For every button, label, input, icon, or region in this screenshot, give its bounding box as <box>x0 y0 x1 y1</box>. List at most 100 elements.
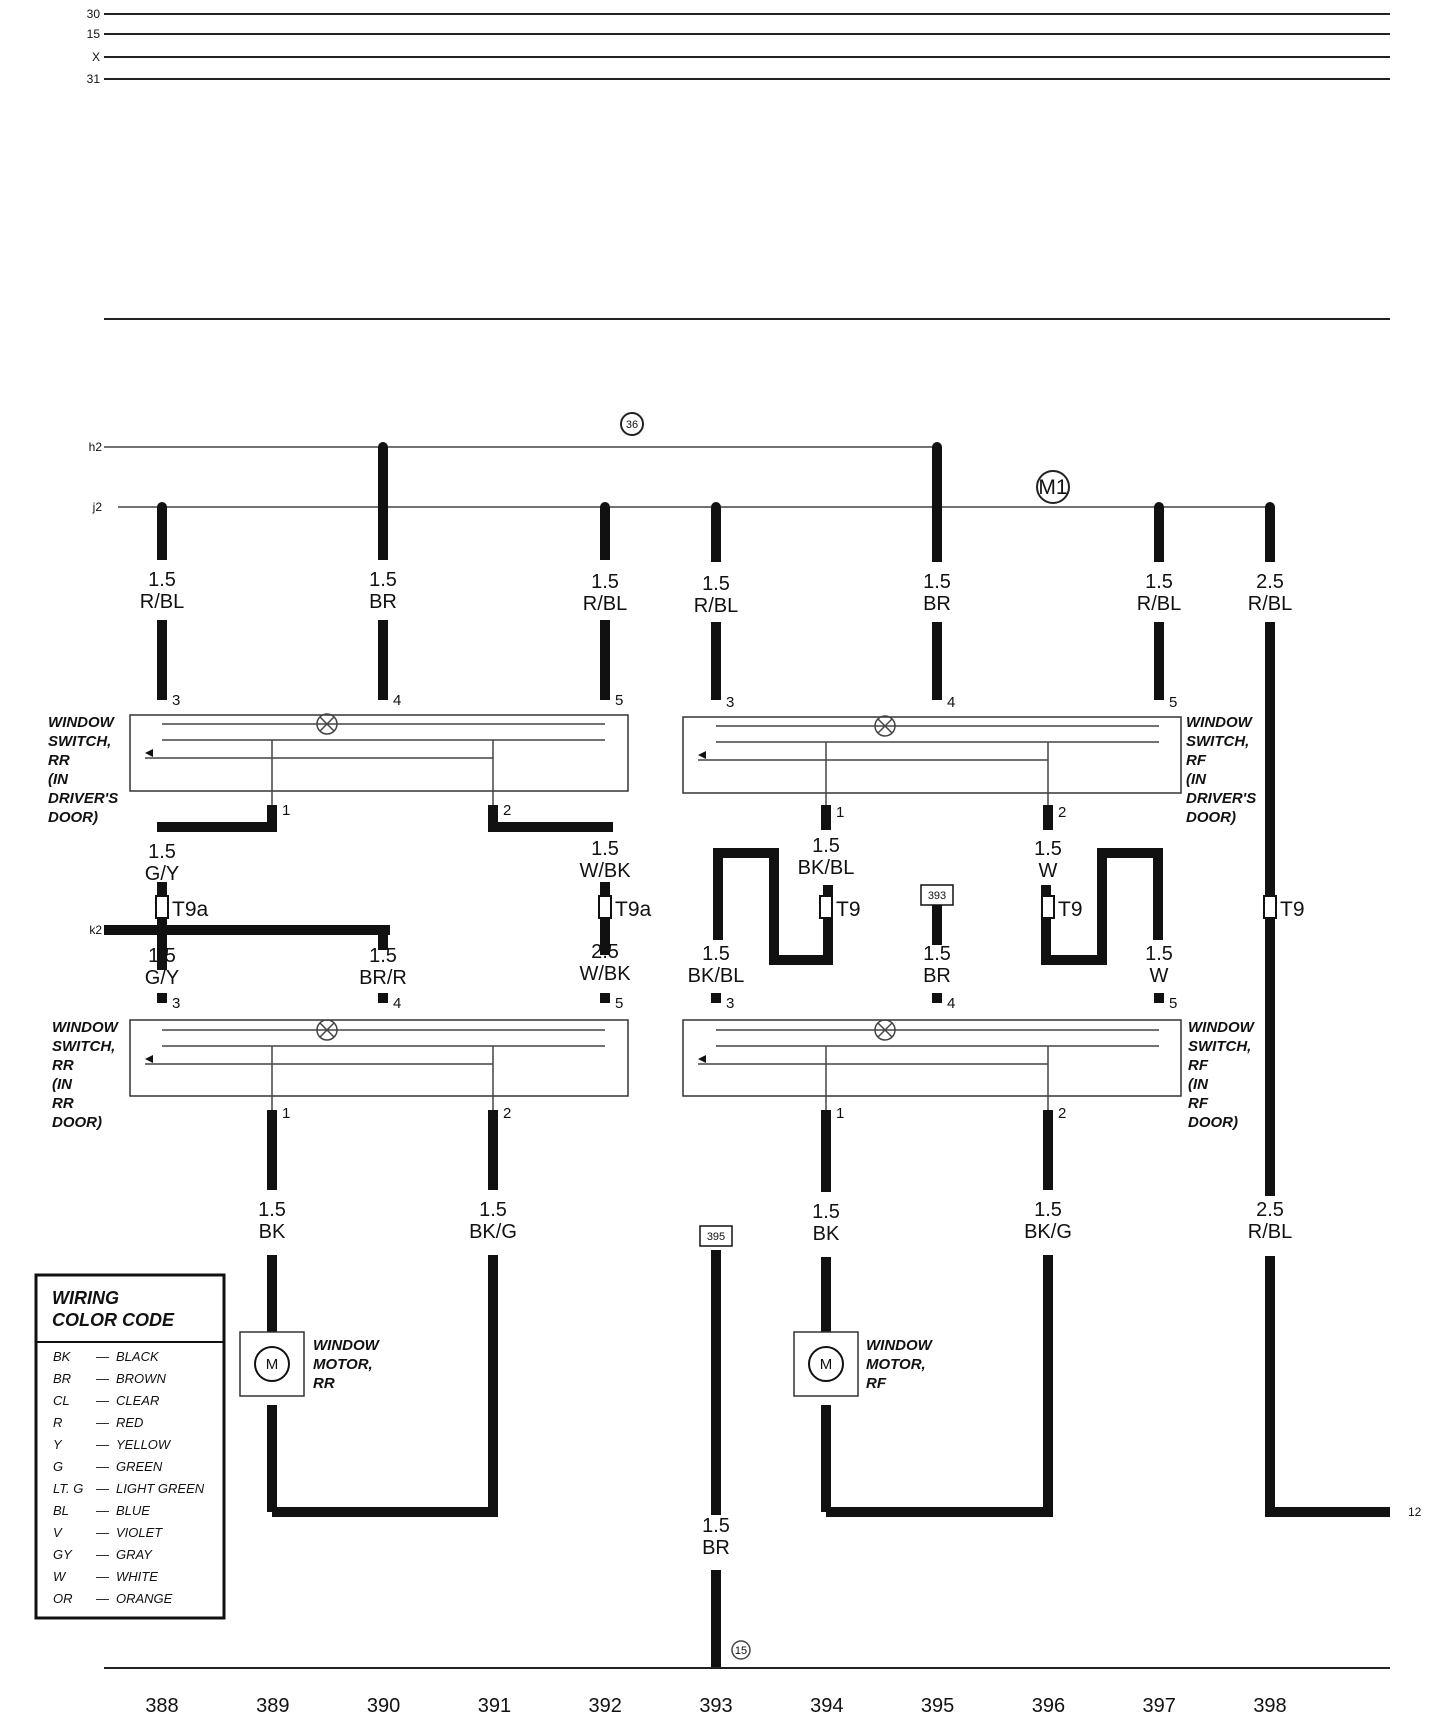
motor-rf-label: MOTOR, <box>866 1356 926 1373</box>
switch-rr-driver-label: (IN <box>48 771 69 788</box>
legend-box <box>34 1273 226 1620</box>
wire-label-size: 1.5 <box>1034 838 1062 860</box>
legend-color-name: YELLOW <box>116 1437 172 1452</box>
legend-color-name: LIGHT GREEN <box>116 1481 205 1496</box>
pin-label: 1 <box>836 1105 844 1122</box>
wire-label-size: 1.5 <box>702 1515 730 1537</box>
lamp-cross <box>319 1022 335 1038</box>
legend-code: LT. G <box>53 1481 83 1496</box>
wire-label-size: 2.5 <box>591 941 619 963</box>
motor-symbol: M <box>266 1356 279 1373</box>
wire-label-color: W <box>1150 965 1169 987</box>
pin-label: 3 <box>726 995 734 1012</box>
switch-rr-driver-label: DOOR) <box>48 809 98 826</box>
wire-label-color: BR <box>369 591 397 613</box>
arrow-icon <box>145 749 153 757</box>
component-labels: WINDOW SWITCH, RR (IN DRIVER'S DOOR) WIN… <box>48 714 1256 1392</box>
connector-t9-396: T9 <box>1058 898 1083 921</box>
switch-rr-door-label: RR <box>52 1057 74 1074</box>
motor-symbol: M <box>820 1356 833 1373</box>
legend-dash: — <box>95 1569 110 1584</box>
switch-rf-driver-label: DRIVER'S <box>1186 790 1256 807</box>
legend-dash: — <box>95 1393 110 1408</box>
switch-rf-door-label: WINDOW <box>1188 1019 1256 1036</box>
switch-rf-driver-label: RF <box>1186 752 1207 769</box>
pin-label: 4 <box>393 692 401 709</box>
motor-rr: M <box>239 1331 305 1397</box>
legend-code: GY <box>53 1547 73 1562</box>
switch-rf-door-label: SWITCH, <box>1188 1038 1251 1055</box>
pin-label: 5 <box>1169 995 1177 1012</box>
column-number: 397 <box>1143 1695 1176 1717</box>
pin-label: 2 <box>503 802 511 819</box>
wire-label-size: 1.5 <box>369 569 397 591</box>
legend-color-name: BROWN <box>116 1371 166 1386</box>
legend-code: BR <box>53 1371 71 1386</box>
legend-color-name: WHITE <box>116 1569 158 1584</box>
legend-dash: — <box>95 1591 110 1606</box>
wire-label-size: 1.5 <box>1145 943 1173 965</box>
legend-code: W <box>53 1569 67 1584</box>
ground-ref-36: 36 <box>626 419 638 431</box>
pin-label: 3 <box>172 995 180 1012</box>
switch-rf-driver-label: (IN <box>1186 771 1207 788</box>
switch-rr-door-label: RR <box>52 1095 74 1112</box>
rail-label-j2: j2 <box>92 500 103 514</box>
switch-rr-driver: 3 4 5 1 2 <box>129 692 629 819</box>
legend-code: BL <box>53 1503 69 1518</box>
wire-label-color: BK <box>259 1221 286 1243</box>
wire-391-return <box>272 1255 498 1517</box>
legend-code: Y <box>53 1437 63 1452</box>
wire-label-size: 1.5 <box>812 1201 840 1223</box>
legend-color-name: CLEAR <box>116 1393 159 1408</box>
bus-label-31: 31 <box>87 72 101 86</box>
arrow-icon <box>145 1055 153 1063</box>
legend-dash: — <box>95 1503 110 1518</box>
column-number: 396 <box>1032 1695 1065 1717</box>
legend-color-name: BLUE <box>116 1503 150 1518</box>
marker-m1-circle <box>1036 470 1070 504</box>
wire-label-color: W <box>1039 860 1058 882</box>
wire-label-size: 1.5 <box>1034 1199 1062 1221</box>
legend: WIRING COLOR CODE BK—BLACKBR—BROWNCL—CLE… <box>34 1273 226 1620</box>
legend-color-name: VIOLET <box>116 1525 163 1540</box>
legend-dash: — <box>95 1349 110 1364</box>
wire-label-size: 1.5 <box>369 945 397 967</box>
legend-code: OR <box>53 1591 73 1606</box>
legend-dash: — <box>95 1371 110 1386</box>
pin-label: 1 <box>836 804 844 821</box>
legend-code: CL <box>53 1393 70 1408</box>
connector-t9-394: T9 <box>836 898 861 921</box>
lamp-cross <box>319 716 335 732</box>
column-number: 388 <box>145 1695 178 1717</box>
legend-dash: — <box>95 1547 110 1562</box>
connector-t9a-388: T9a <box>172 898 209 921</box>
ground-ref-15-circle <box>731 1640 751 1660</box>
wire-label-color: BR <box>702 1537 730 1559</box>
switch-rf-driver-housing <box>682 716 1182 794</box>
wire-label-size: 2.5 <box>1256 1199 1284 1221</box>
wire-label-color: BK/G <box>469 1221 517 1243</box>
wire-label-size: 1.5 <box>923 571 951 593</box>
pin-label: 2 <box>1058 804 1066 821</box>
pin-label: 5 <box>615 692 623 709</box>
switch-rr-driver-label: RR <box>48 752 70 769</box>
switch-rf-driver-label: SWITCH, <box>1186 733 1249 750</box>
wire-labels: 1.5 R/BL 1.5 BR 1.5 R/BL 1.5 R/BL 1.5 BR… <box>140 569 1292 1559</box>
wire-rr-out2 <box>488 805 613 832</box>
legend-color-name: RED <box>116 1415 143 1430</box>
ground-ref-36-circle <box>620 412 644 436</box>
legend-dash: — <box>95 1437 110 1452</box>
wire-rr-out1 <box>157 805 277 832</box>
rail-label-k2: k2 <box>89 923 102 937</box>
bottom-area: 15 <box>104 1640 1390 1669</box>
motor-icon <box>254 1346 290 1382</box>
pin-label: 1 <box>282 1105 290 1122</box>
legend-code: V <box>53 1525 63 1540</box>
pin-label: 5 <box>615 995 623 1012</box>
connector-icon <box>1263 895 1277 919</box>
wire-label-color: R/BL <box>1248 593 1292 615</box>
wire-label-size: 2.5 <box>1256 571 1284 593</box>
